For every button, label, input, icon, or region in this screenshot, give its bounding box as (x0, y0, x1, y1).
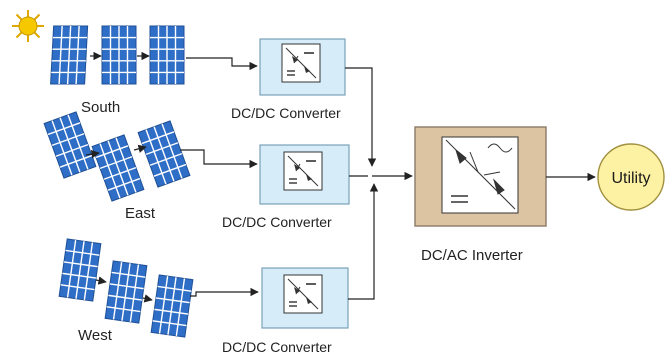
solar-panel-icon (49, 25, 89, 85)
west-label: West (78, 327, 113, 344)
east-label: East (125, 205, 156, 222)
east-pv-array (43, 111, 191, 202)
dc-ac-inverter (414, 126, 547, 227)
sun-icon (12, 10, 44, 42)
solar-panel-icon (149, 25, 185, 85)
converter-2-label: DC/DC Converter (222, 214, 332, 230)
dc-dc-switch-icon (283, 151, 323, 191)
inverter-label: DC/AC Inverter (421, 247, 523, 264)
dc-dc-switch-icon (281, 43, 321, 83)
converter-1-label: DC/DC Converter (231, 105, 341, 121)
dc-dc-converter-2 (259, 144, 350, 205)
west-pv-array (58, 238, 194, 338)
solar-panel-icon (43, 111, 97, 179)
dc-dc-converter-1 (259, 38, 346, 96)
solar-panel-icon (91, 134, 145, 202)
dc-dc-switch-icon (283, 274, 323, 314)
array-to-converter-wires (180, 57, 259, 297)
solar-panel-icon (104, 260, 148, 324)
utility-label: Utility (611, 170, 650, 187)
converter-3-label: DC/DC Converter (222, 339, 332, 355)
solar-panel-icon (150, 274, 194, 338)
dc-ac-switch-icon (445, 139, 516, 210)
solar-panel-icon (101, 25, 137, 85)
dc-dc-converter-3 (261, 267, 349, 329)
utility-circle (597, 143, 665, 211)
south-label: South (81, 99, 120, 116)
south-pv-array (49, 25, 185, 85)
solar-panel-icon (58, 238, 102, 302)
solar-panel-icon (137, 120, 191, 188)
dc-bus-wires (345, 67, 413, 300)
